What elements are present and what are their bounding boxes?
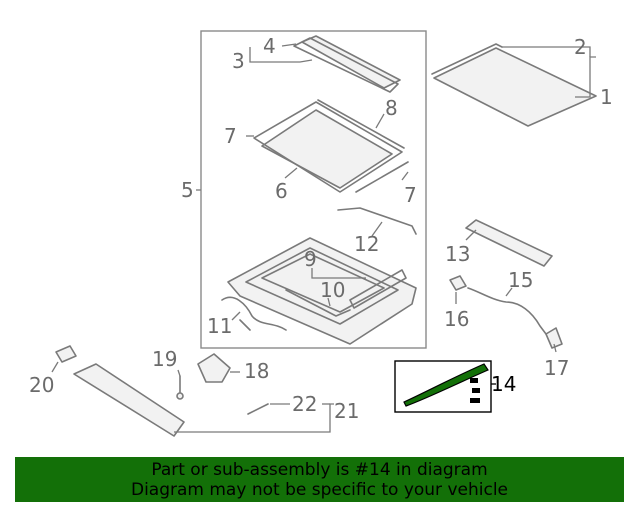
motor-part-18[interactable] (197, 353, 231, 383)
callout-8[interactable]: 8 (385, 96, 398, 120)
callout-11[interactable]: 11 (207, 314, 232, 338)
parts-diagram: 2 1 4 3 8 7 7 6 5 12 9 10 11 13 (29, 30, 613, 437)
highlighted-part-14[interactable] (394, 360, 492, 413)
connector-part-17[interactable] (545, 327, 563, 349)
pad-part-20[interactable] (55, 345, 77, 363)
sunroof-glass-part[interactable] (253, 101, 403, 193)
bar-part[interactable] (465, 219, 553, 267)
roof-panel-part[interactable] (431, 43, 597, 127)
callout-7-right[interactable]: 7 (404, 183, 417, 207)
callout-5[interactable]: 5 (181, 178, 194, 202)
callout-16[interactable]: 16 (444, 307, 469, 331)
callout-3[interactable]: 3 (232, 49, 245, 73)
trim-strip-part-21[interactable] (73, 363, 185, 437)
drain-hose-part[interactable] (467, 287, 547, 335)
callout-4[interactable]: 4 (263, 34, 276, 58)
banner-line-1: Part or sub-assembly is #14 in diagram (151, 460, 488, 480)
info-banner: Part or sub-assembly is #14 in diagram D… (15, 457, 624, 502)
callout-7-left[interactable]: 7 (224, 124, 237, 148)
cable-part[interactable] (221, 296, 287, 331)
callout-1[interactable]: 1 (600, 85, 613, 109)
callout-21[interactable]: 21 (334, 399, 359, 423)
callout-19[interactable]: 19 (152, 347, 177, 371)
sunroof-frame-part[interactable] (227, 237, 417, 345)
screw-part-19[interactable] (176, 375, 184, 400)
callout-18[interactable]: 18 (244, 359, 269, 383)
glass-panel-part[interactable] (293, 35, 401, 93)
callout-17[interactable]: 17 (544, 356, 569, 380)
callout-6[interactable]: 6 (275, 179, 288, 203)
callout-12[interactable]: 12 (354, 232, 379, 256)
callout-13[interactable]: 13 (445, 242, 470, 266)
callout-2[interactable]: 2 (574, 35, 587, 59)
callout-20[interactable]: 20 (29, 373, 54, 397)
pin-part-22[interactable] (247, 403, 269, 415)
clip-part-16[interactable] (449, 275, 467, 291)
callout-22[interactable]: 22 (292, 392, 317, 416)
callout-15[interactable]: 15 (508, 268, 533, 292)
rail-part[interactable] (337, 207, 417, 235)
callout-10[interactable]: 10 (320, 278, 345, 302)
banner-line-2: Diagram may not be specific to your vehi… (130, 480, 508, 500)
callout-9[interactable]: 9 (304, 247, 317, 271)
